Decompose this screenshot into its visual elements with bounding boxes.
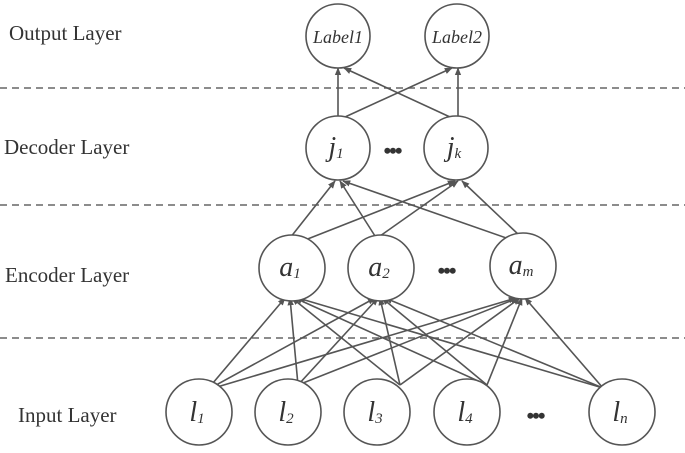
edge-ln-am xyxy=(524,297,604,389)
node-jk-main: j xyxy=(444,132,455,163)
node-j1-sub: 1 xyxy=(336,146,344,162)
edge-l1-a2 xyxy=(206,297,376,391)
svg-text:am: am xyxy=(509,250,534,281)
svg-text:l3: l3 xyxy=(367,397,382,428)
node-l3: l3 xyxy=(343,378,411,446)
node-a1-main: a xyxy=(279,252,293,283)
edge-l4-am xyxy=(486,297,523,386)
node-ln-main: l xyxy=(612,397,620,428)
svg-text:l4: l4 xyxy=(457,397,473,428)
node-j1: j1 xyxy=(305,115,371,181)
node-l4-sub: 4 xyxy=(465,411,473,427)
edges-input-to-encoder xyxy=(206,296,604,391)
edge-am-j1 xyxy=(342,180,513,241)
edge-a2-j1 xyxy=(339,180,376,237)
edge-l1-am xyxy=(206,296,517,391)
node-l1-sub: 1 xyxy=(197,411,205,427)
edge-a1-jk xyxy=(299,180,456,243)
edge-ln-a1 xyxy=(297,296,604,389)
node-l2-sub: 2 xyxy=(286,411,294,427)
layer-label-encoder: Encoder Layer xyxy=(5,263,129,287)
edge-l2-a1 xyxy=(287,297,299,386)
node-am-main: a xyxy=(509,250,523,281)
decoder-ellipsis: ••• xyxy=(383,138,401,163)
layer-label-decoder: Decoder Layer xyxy=(4,135,129,159)
edge-l1-a1 xyxy=(206,297,286,391)
node-a2-main: a xyxy=(368,252,382,283)
node-l1: l1 xyxy=(165,378,233,446)
edge-l3-a1 xyxy=(291,297,401,386)
node-l4-main: l xyxy=(457,397,465,428)
node-a2-sub: 2 xyxy=(382,266,390,282)
node-label2: Label2 xyxy=(424,3,490,69)
svg-text:ln: ln xyxy=(612,397,627,428)
node-label1: Label1 xyxy=(305,3,371,69)
node-am: am xyxy=(489,232,557,300)
node-label2-text: Label2 xyxy=(431,27,482,47)
svg-text:j1: j1 xyxy=(325,132,343,163)
node-a2: a2 xyxy=(347,234,415,302)
edge-l2-am xyxy=(297,297,519,386)
edge-jk-label1 xyxy=(343,67,451,118)
svg-text:jk: jk xyxy=(444,132,462,163)
node-jk: jk xyxy=(423,115,489,181)
edge-l4-a1 xyxy=(294,297,488,386)
edges-encoder-to-decoder xyxy=(289,180,521,243)
node-l4: l4 xyxy=(433,378,501,446)
edge-am-jk xyxy=(461,180,521,237)
input-ellipsis: ••• xyxy=(526,403,544,428)
svg-text:l1: l1 xyxy=(189,397,204,428)
edge-l2-a2 xyxy=(297,297,379,386)
node-l1-main: l xyxy=(189,397,197,428)
edges-decoder-to-output xyxy=(334,67,462,118)
node-am-sub: m xyxy=(523,264,534,280)
node-ln: ln xyxy=(588,378,656,446)
layer-label-output: Output Layer xyxy=(9,21,122,45)
node-j1-main: j xyxy=(325,132,336,163)
node-l3-main: l xyxy=(367,397,375,428)
node-l3-sub: 3 xyxy=(374,411,383,427)
edge-ln-a2 xyxy=(384,297,604,389)
node-label1-text: Label1 xyxy=(312,27,363,47)
node-jk-sub: k xyxy=(455,146,462,162)
edge-a1-j1 xyxy=(289,180,336,239)
layer-label-input: Input Layer xyxy=(18,403,117,427)
node-a1-sub: 1 xyxy=(293,266,301,282)
svg-text:l2: l2 xyxy=(278,397,294,428)
edge-l3-am xyxy=(399,297,521,386)
svg-text:a1: a1 xyxy=(279,252,301,283)
edge-a2-jk xyxy=(379,180,459,237)
edge-l4-a2 xyxy=(381,297,488,386)
node-l2: l2 xyxy=(254,378,322,446)
svg-text:a2: a2 xyxy=(368,252,390,283)
node-l2-main: l xyxy=(278,397,286,428)
encoder-ellipsis: ••• xyxy=(437,258,455,283)
node-ln-sub: n xyxy=(620,411,628,427)
node-a1: a1 xyxy=(258,234,326,302)
